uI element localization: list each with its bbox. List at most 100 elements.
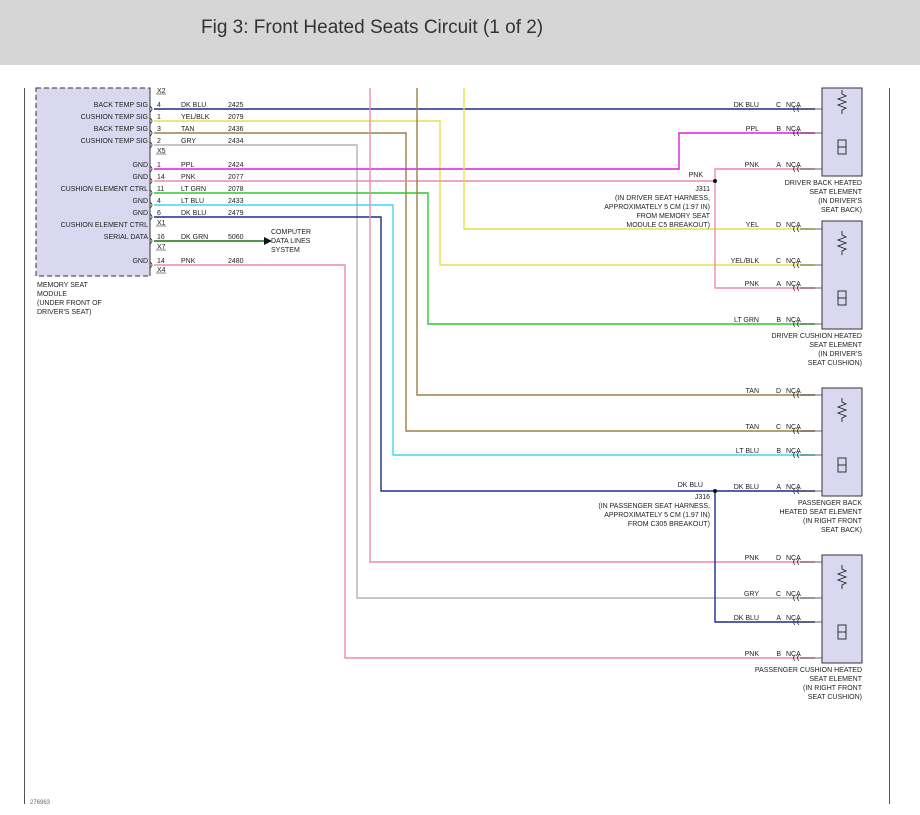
element-pin-letter: B <box>776 651 781 658</box>
module-pin-label: CUSHION ELEMENT CTRL <box>61 186 148 193</box>
circuit-number: 2480 <box>228 258 244 265</box>
element-wire-color: LT GRN <box>734 317 759 324</box>
circuit-number: 2077 <box>228 174 244 181</box>
wire <box>714 168 815 181</box>
nca-label: NCA <box>786 162 801 169</box>
module-name-line: DRIVER'S SEAT) <box>37 309 92 316</box>
splice-note-line: (IN DRIVER SEAT HARNESS, <box>615 195 710 202</box>
element-name-line: PASSENGER CUSHION HEATED <box>755 667 862 674</box>
element-name-line: SEAT ELEMENT <box>809 189 862 196</box>
wire-color-label: DK BLU <box>181 102 206 109</box>
element-pin-letter: D <box>776 222 781 229</box>
nca-label: NCA <box>786 484 801 491</box>
wire <box>369 88 815 563</box>
module-pin-number: 16 <box>157 234 165 241</box>
circuit-number: 2436 <box>228 126 244 133</box>
nca-label: NCA <box>786 258 801 265</box>
wire <box>154 216 715 492</box>
wire-color-label: DK BLU <box>181 210 206 217</box>
splice-name: J311 <box>695 186 710 193</box>
wire <box>154 132 815 170</box>
module-pin-label: GND <box>132 210 148 217</box>
module-pin-number: 14 <box>157 174 165 181</box>
heater-resistor-symbol <box>836 565 848 589</box>
circuit-number: 2424 <box>228 162 244 169</box>
element-pin-letter: A <box>776 615 781 622</box>
splice-dot <box>713 179 717 183</box>
element-name-line: SEAT ELEMENT <box>809 342 862 349</box>
element-name-line: (IN RIGHT FRONT <box>803 518 863 525</box>
element-connector-glyph <box>793 391 800 399</box>
wire-color-label: GRY <box>181 138 196 145</box>
wire <box>714 491 815 623</box>
heater-resistor-symbol <box>836 398 848 422</box>
element-connector-glyph <box>793 165 800 173</box>
pin-connector-glyph <box>149 105 153 113</box>
wire-color-label: LT BLU <box>181 198 204 205</box>
element-pin-letter: D <box>776 555 781 562</box>
element-name-line: SEAT CUSHION) <box>808 360 862 367</box>
element-wire-color: LT BLU <box>736 448 759 455</box>
element-wire-color: TAN <box>746 388 759 395</box>
figure-header-bar: Fig 3: Front Heated Seats Circuit (1 of … <box>0 0 920 65</box>
computer-data-label: SYSTEM <box>271 247 300 254</box>
wire-color-label: PNK <box>181 258 196 265</box>
element-connector-glyph <box>793 654 800 662</box>
nca-label: NCA <box>786 615 801 622</box>
wire <box>154 192 815 325</box>
module-name-line: MODULE <box>37 291 67 298</box>
nca-label: NCA <box>786 591 801 598</box>
element-connector-glyph <box>793 487 800 495</box>
element-pin-letter: D <box>776 388 781 395</box>
serial-data-arrow <box>264 237 272 245</box>
element-pin-letter: B <box>776 448 781 455</box>
module-pin-number: 4 <box>157 102 161 109</box>
module-pin-label: GND <box>132 258 148 265</box>
element-name-line: PASSENGER BACK <box>798 500 862 507</box>
computer-data-label: DATA LINES <box>271 238 311 245</box>
element-wire-color: PNK <box>745 651 760 658</box>
figure-title: Fig 3: Front Heated Seats Circuit (1 of … <box>201 17 544 38</box>
module-pin-label: GND <box>132 162 148 169</box>
element-connector-glyph <box>793 320 800 328</box>
element-wire-color: TAN <box>746 424 759 431</box>
element-name-line: SEAT CUSHION) <box>808 694 862 701</box>
element-wire-color: GRY <box>744 591 759 598</box>
nca-label: NCA <box>786 222 801 229</box>
module-name-line: (UNDER FRONT OF <box>37 300 102 307</box>
wire <box>154 120 815 266</box>
circuit-number: 2434 <box>228 138 244 145</box>
element-connector-glyph <box>793 451 800 459</box>
pin-connector-glyph <box>149 213 153 221</box>
element-wire-color: DK BLU <box>734 615 759 622</box>
element-name-line: (IN RIGHT FRONT <box>803 685 863 692</box>
module-pin-number: 4 <box>157 198 161 205</box>
module-pin-label: CUSHION ELEMENT CTRL <box>61 222 148 229</box>
wire <box>154 204 815 456</box>
circuit-number: 2079 <box>228 114 244 121</box>
wire-color-label: PPL <box>181 162 194 169</box>
module-pin-label: SERIAL DATA <box>104 234 149 241</box>
element-pin-letter: B <box>776 126 781 133</box>
seat-element-box <box>821 87 863 177</box>
circuit-number: 2433 <box>228 198 244 205</box>
splice-note-line: FROM C305 BREAKOUT) <box>628 521 710 528</box>
seat-element-box <box>821 554 863 664</box>
module-pin-label: CUSHION TEMP SIG <box>81 138 148 145</box>
wire-color-label: PNK <box>181 174 196 181</box>
element-connector-glyph <box>793 618 800 626</box>
splice-dot <box>713 489 717 493</box>
wire <box>416 88 815 396</box>
wire-color-label: TAN <box>181 126 194 133</box>
element-pin-letter: A <box>776 281 781 288</box>
module-pin-number: 3 <box>157 126 161 133</box>
module-pin-number: 14 <box>157 258 165 265</box>
pin-connector-glyph <box>149 129 153 137</box>
element-connector-glyph <box>793 105 800 113</box>
module-pin-number: 2 <box>157 138 161 145</box>
module-pin-label: BACK TEMP SIG <box>94 102 148 109</box>
nca-label: NCA <box>786 448 801 455</box>
nca-label: NCA <box>786 651 801 658</box>
element-wire-color: PPL <box>746 126 759 133</box>
pin-connector-glyph <box>149 117 153 125</box>
